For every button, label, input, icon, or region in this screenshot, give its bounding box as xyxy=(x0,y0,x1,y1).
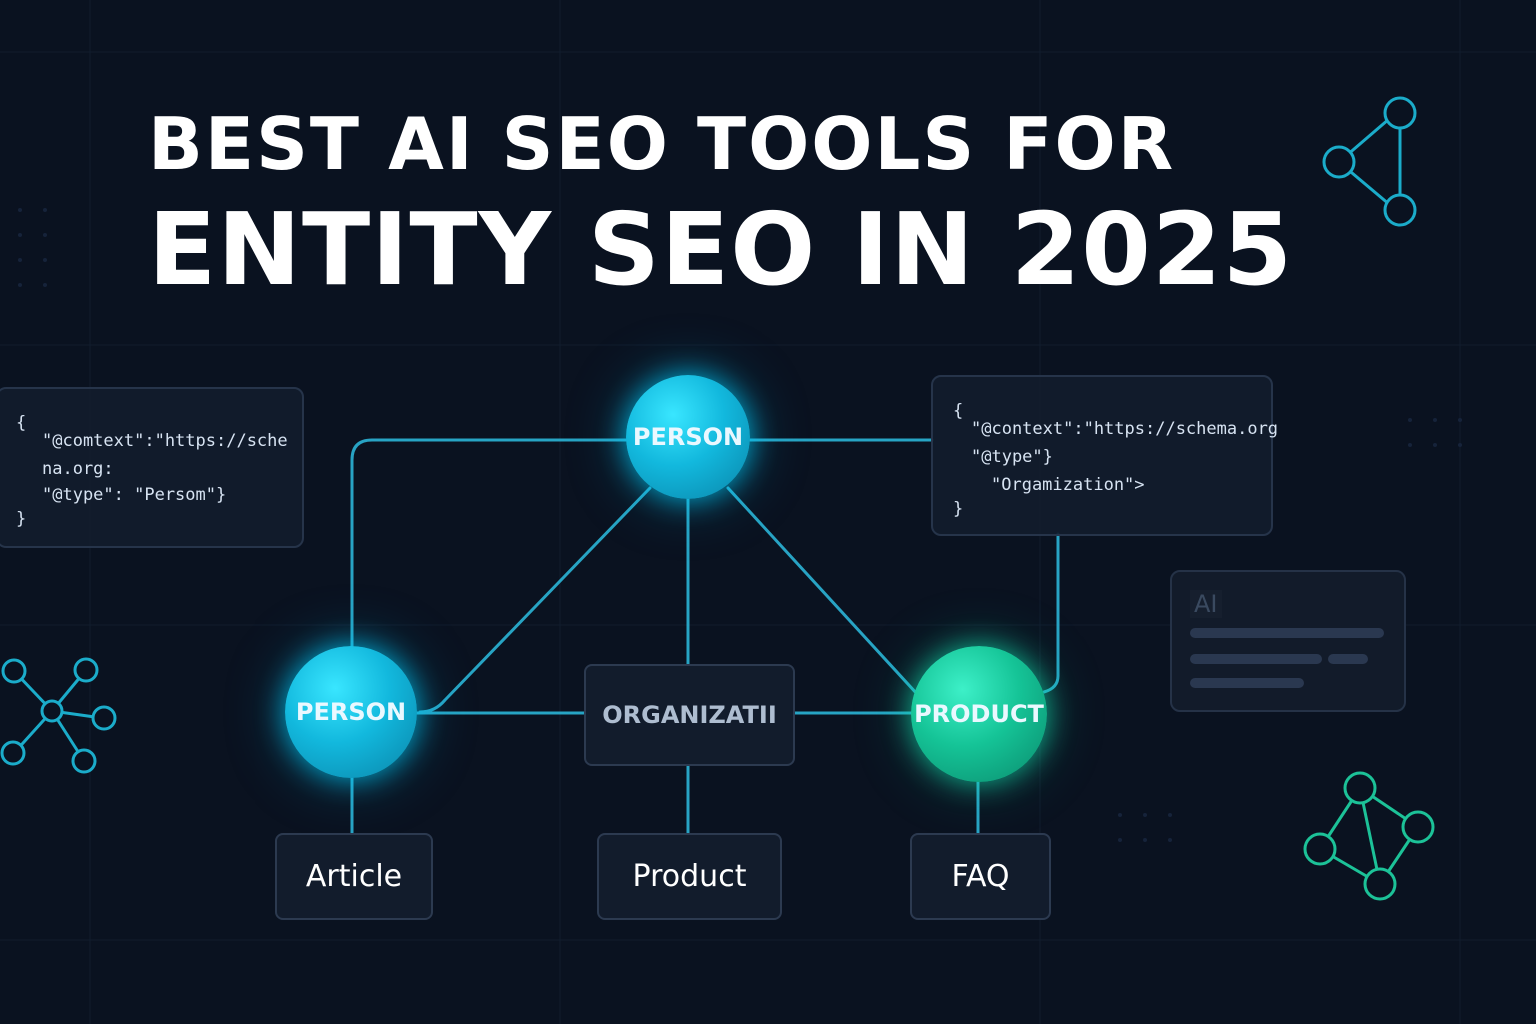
entity-node-person-left: PERSON xyxy=(285,646,417,778)
entity-box-product: Product xyxy=(597,833,782,920)
text-placeholder-bar xyxy=(1190,654,1322,664)
code-line: { xyxy=(953,401,964,421)
network-icon-left xyxy=(0,657,117,774)
entity-box-faq: FAQ xyxy=(910,833,1051,920)
code-line: } xyxy=(953,499,964,519)
text-placeholder-bar xyxy=(1190,628,1384,638)
node-label: PERSON xyxy=(295,698,407,726)
entity-node-person-top: PERSON xyxy=(626,375,750,499)
code-line: "@comtext":"https://sche xyxy=(42,431,288,451)
code-line: "@type"} xyxy=(971,447,1053,467)
text-placeholder-bar xyxy=(1328,654,1368,664)
entity-box-article: Article xyxy=(275,833,433,920)
box-label: FAQ xyxy=(951,859,1010,894)
ai-content-card: AI xyxy=(1170,570,1406,712)
code-line: na.org: xyxy=(42,459,114,479)
connector-card-to-product xyxy=(1042,532,1060,694)
ai-label: AI xyxy=(1190,590,1222,618)
connector-top-to-left-elbow xyxy=(350,438,630,650)
box-label: Article xyxy=(305,859,403,894)
entity-box-organization: ORGANIZATII xyxy=(584,664,795,766)
node-label: PERSON xyxy=(632,423,744,451)
text-placeholder-bar xyxy=(1190,678,1304,688)
box-label: ORGANIZATII xyxy=(602,701,777,729)
node-label: PRODUCT xyxy=(914,700,1044,728)
schema-code-card-left: { "@comtext":"https://sche na.org: "@typ… xyxy=(0,387,304,548)
box-label: Product xyxy=(632,859,747,894)
entity-node-product: PRODUCT xyxy=(911,646,1047,782)
connector-top-to-product xyxy=(726,486,920,697)
code-line: "Orgamization"> xyxy=(991,475,1145,495)
code-line: } xyxy=(16,509,27,529)
code-line: "@type": "Persom"} xyxy=(42,485,227,505)
schema-code-card-right: { "@context":"https://schema.org "@type"… xyxy=(931,375,1278,536)
title-line-1: BEST AI SEO TOOLS FOR xyxy=(148,102,1176,186)
network-icon-top-right xyxy=(1322,96,1417,227)
title-line-2: ENTITY SEO IN 2025 xyxy=(148,191,1294,308)
code-line: { xyxy=(16,413,27,433)
code-line: "@context":"https://schema.org xyxy=(971,419,1279,439)
network-icon-bottom-right xyxy=(1303,771,1435,901)
